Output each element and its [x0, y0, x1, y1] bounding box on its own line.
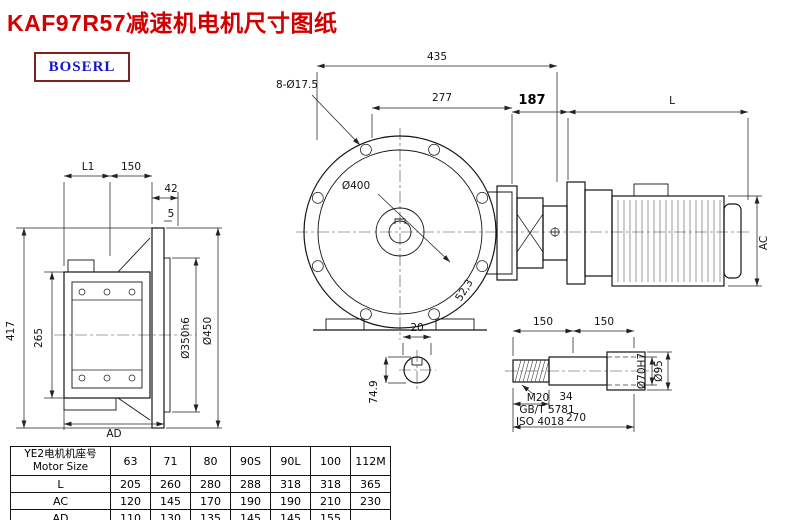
side-view-dimensions: L1 150 42 5 417 265 AD Ø350h6	[5, 161, 222, 440]
size-col-header: 90L	[270, 446, 311, 476]
shaft-detail-view: 150 150 M20 GB/T 5781 ISO 4018 34 270 Ø7…	[512, 316, 672, 432]
table-row: AD 110 130 135 145 145 155	[10, 509, 391, 520]
value-cell: 230	[350, 492, 391, 510]
front-view-dimensions: 435 277 8-Ø17.5 Ø400 52,3	[276, 51, 558, 304]
value-cell: 170	[190, 492, 231, 510]
table-row: AC 120 145 170 190 190 210 230	[10, 492, 391, 510]
value-cell: 155	[310, 509, 351, 520]
standard-iso: ISO 4018	[516, 416, 564, 428]
dim-dia-450: Ø450	[202, 317, 214, 345]
dim-ad: AD	[106, 428, 121, 440]
dim-150-side: 150	[121, 161, 141, 173]
dim-dia-95: Ø95	[653, 360, 665, 382]
value-cell: 135	[190, 509, 231, 520]
value-cell: 210	[310, 492, 351, 510]
dim-52-3: 52,3	[453, 277, 476, 303]
dim-5: 5	[168, 208, 175, 220]
brand-logo: BOSERL	[34, 52, 130, 82]
size-col-header: 112M	[350, 446, 391, 476]
dim-270: 270	[566, 412, 586, 424]
value-cell: 318	[310, 475, 351, 493]
table-header-row: YE2电机机座号 Motor Size 63 71 80 90S 90L 100…	[10, 446, 391, 476]
motor-size-table: YE2电机机座号 Motor Size 63 71 80 90S 90L 100…	[10, 446, 391, 520]
header-en: Motor Size	[32, 461, 89, 473]
front-view	[303, 135, 513, 331]
value-cell: 110	[110, 509, 151, 520]
dim-417: 417	[5, 321, 17, 341]
row-label: AD	[10, 509, 111, 520]
size-col-header: 71	[150, 446, 191, 476]
dim-435: 435	[427, 51, 447, 63]
standard-gbt: GB/T 5781	[519, 404, 574, 416]
value-cell: 190	[230, 492, 271, 510]
thread-label: M20	[527, 392, 549, 404]
dim-150-b: 150	[594, 316, 614, 328]
value-cell: 288	[230, 475, 271, 493]
size-col-header: 100	[310, 446, 351, 476]
value-cell: 120	[110, 492, 151, 510]
motor-cooling-fins	[617, 200, 721, 282]
brand-logo-text: BOSERL	[48, 58, 116, 75]
dim-34: 34	[559, 391, 573, 403]
value-cell: 260	[150, 475, 191, 493]
value-cell: 280	[190, 475, 231, 493]
value-cell: 190	[270, 492, 311, 510]
value-cell: 145	[270, 509, 311, 520]
dim-dia-70: Ø70H7	[636, 353, 648, 389]
row-label: AC	[10, 492, 111, 510]
value-cell: 318	[270, 475, 311, 493]
header-cn: YE2电机机座号	[24, 448, 97, 460]
dim-ac: AC	[758, 236, 770, 250]
size-col-header: 80	[190, 446, 231, 476]
dim-150-a: 150	[533, 316, 553, 328]
size-col-header: 90S	[230, 446, 271, 476]
dim-bolt-pattern: 8-Ø17.5	[276, 79, 318, 91]
dim-277: 277	[432, 92, 452, 104]
dim-42: 42	[164, 183, 177, 195]
row-label: L	[10, 475, 111, 493]
dim-l1: L1	[82, 161, 95, 173]
dim-74-9: 74.9	[368, 380, 380, 403]
dim-265: 265	[33, 328, 45, 348]
dim-20: 20	[410, 322, 423, 334]
value-cell: 145	[230, 509, 271, 520]
page-title: KAF97R57减速机电机尺寸图纸	[7, 10, 338, 36]
motor-view-dimensions: 187 L AC	[512, 93, 770, 287]
value-cell: 145	[150, 492, 191, 510]
thread-hatching	[514, 359, 550, 383]
value-cell: 130	[150, 509, 191, 520]
value-cell: 205	[110, 475, 151, 493]
motor-view	[496, 181, 742, 287]
dim-l: L	[669, 95, 675, 107]
dim-187: 187	[518, 93, 545, 108]
dim-dia-350: Ø350h6	[180, 317, 192, 359]
table-row: L 205 260 280 288 318 318 365	[10, 475, 391, 493]
dim-dia-400: Ø400	[342, 180, 370, 192]
side-view	[63, 227, 171, 429]
shaft-section-view: 20 74.9	[368, 322, 432, 404]
table-corner-header: YE2电机机座号 Motor Size	[10, 446, 111, 476]
value-cell: 365	[350, 475, 391, 493]
size-col-header: 63	[110, 446, 151, 476]
value-cell	[350, 509, 391, 520]
